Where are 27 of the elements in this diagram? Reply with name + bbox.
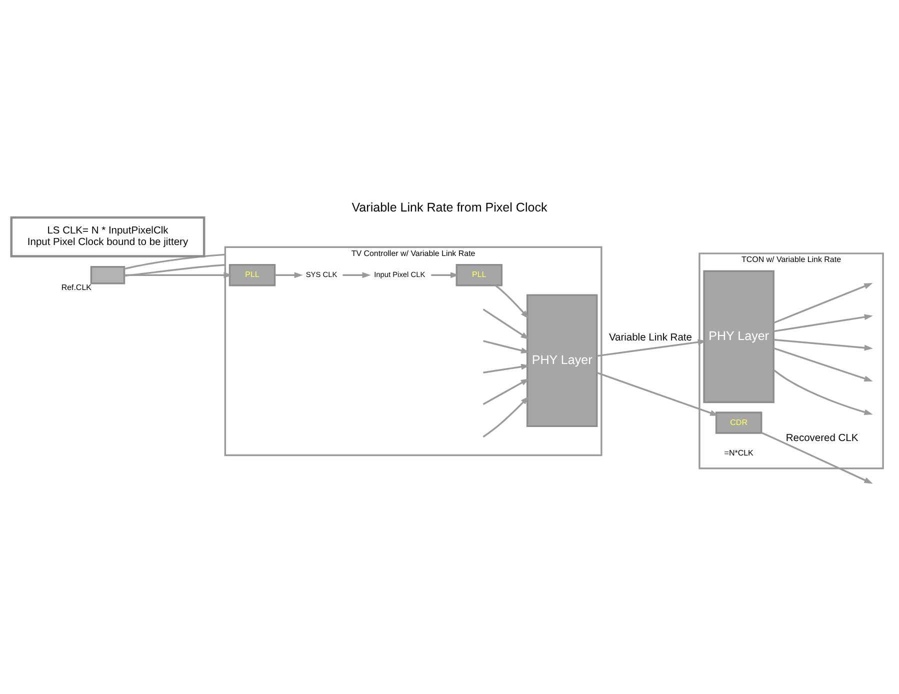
- node-box: [90, 265, 126, 284]
- edge-label: Variable Link Rate: [608, 332, 692, 343]
- connector: [124, 263, 226, 276]
- diagram-title: Variable Link Rate from Pixel Clock: [352, 200, 548, 214]
- node-box: PHY Layer: [703, 270, 774, 403]
- connector: [124, 253, 226, 270]
- arrow: [482, 308, 530, 340]
- arrow: [774, 338, 873, 350]
- edge-label: Recovered CLK: [786, 432, 858, 444]
- arrow: [773, 346, 873, 381]
- arrow: [773, 368, 873, 415]
- arrow: [773, 282, 873, 324]
- arrow: [483, 363, 530, 373]
- arrow: [596, 371, 719, 416]
- arrow: [431, 272, 460, 278]
- node-box: PHY Layer: [526, 294, 598, 427]
- arrow: [483, 340, 530, 353]
- arrow: [124, 272, 232, 278]
- arrow: [596, 338, 706, 356]
- arrow: [761, 431, 873, 484]
- node-box: LS CLK= N * InputPixelClk Input Pixel Clock bound to be jittery: [10, 216, 206, 257]
- arrow: [482, 378, 530, 404]
- arrow: [494, 284, 529, 318]
- arrow: [482, 396, 530, 438]
- arrow: [342, 272, 371, 278]
- arrow: [274, 272, 303, 278]
- arrow: [774, 314, 873, 332]
